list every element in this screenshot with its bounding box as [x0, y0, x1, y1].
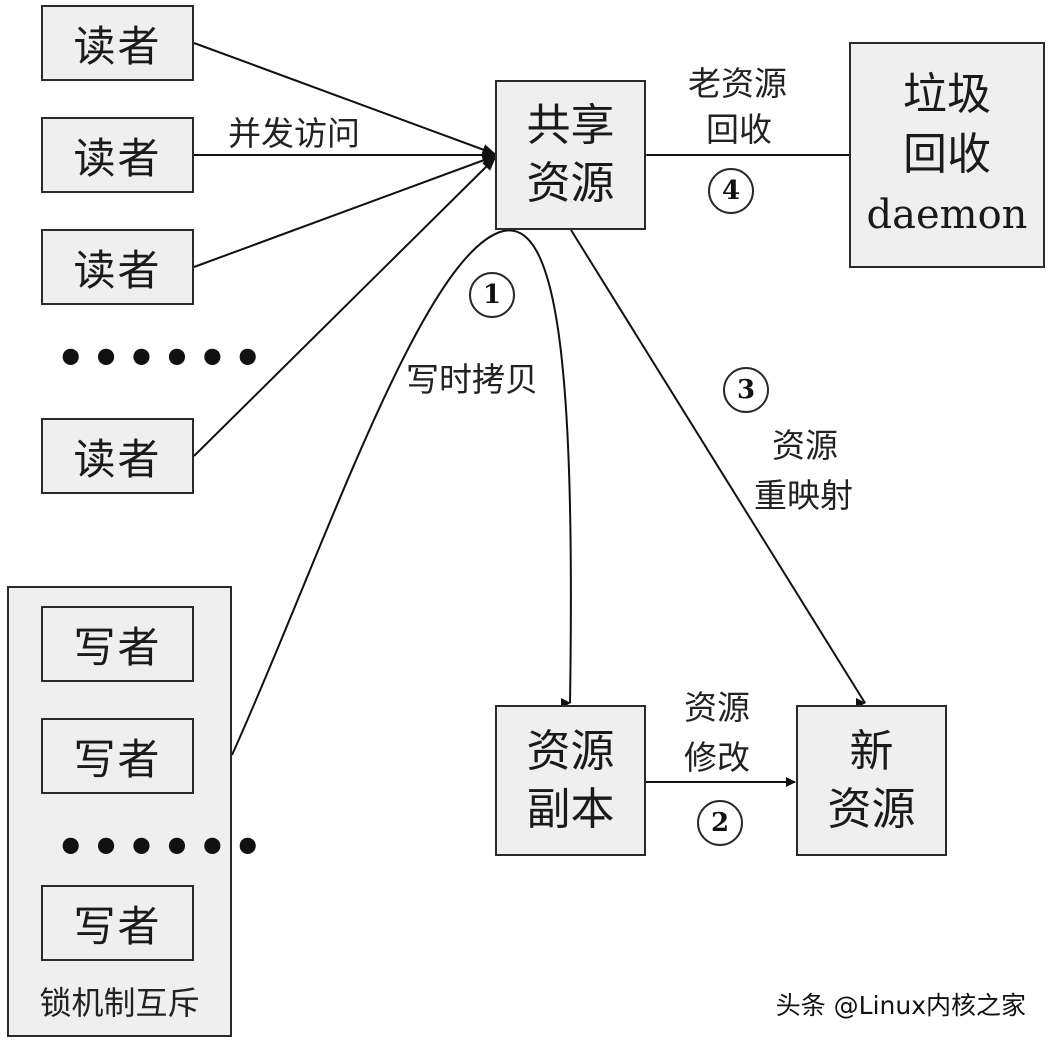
step-3-badge: 3: [723, 367, 769, 413]
writer-box-1: 写者: [41, 606, 194, 682]
reader-label: 读者: [73, 245, 162, 295]
concurrent-access-label: 并发访问: [228, 114, 360, 153]
resource-copy-line-1: 资源: [526, 725, 615, 777]
reader-label: 读者: [73, 434, 162, 484]
reader-box-1: 读者: [41, 5, 194, 81]
new-resource-box: 新 资源: [796, 705, 947, 856]
reader-label: 读者: [73, 21, 162, 71]
step-1-badge: 1: [469, 272, 515, 318]
old-resource-reclaim-label-1: 老资源: [688, 64, 787, 103]
reader-4-arrow: [193, 157, 496, 457]
remap-arrow: [570, 229, 866, 708]
writer-ellipsis: ••••••: [56, 820, 269, 874]
reader-3-arrow: [193, 155, 497, 268]
writer-box-3: 写者: [41, 885, 194, 961]
new-resource-line-2: 资源: [827, 783, 916, 835]
resource-modify-label-1: 资源: [684, 688, 750, 727]
gc-daemon-box: 垃圾 回收 daemon: [849, 42, 1045, 268]
shared-resource-box: 共享 资源: [495, 80, 646, 230]
copy-on-write-label: 写时拷贝: [406, 360, 538, 399]
writer-label: 写者: [73, 622, 162, 672]
resource-remap-label-2: 重映射: [754, 476, 853, 515]
reader-label: 读者: [73, 133, 162, 183]
reader-box-3: 读者: [41, 229, 194, 305]
shared-resource-line-1: 共享: [526, 100, 615, 151]
gc-daemon-line-1: 垃圾: [903, 69, 991, 120]
shared-resource-line-2: 资源: [526, 158, 615, 209]
reader-1-arrow: [193, 42, 497, 155]
resource-copy-line-2: 副本: [526, 783, 615, 835]
new-resource-line-1: 新: [849, 725, 894, 777]
writer-label: 写者: [73, 734, 162, 784]
step-4-badge: 4: [708, 168, 754, 214]
reader-box-4: 读者: [41, 418, 194, 494]
reader-box-2: 读者: [41, 117, 194, 193]
reader-ellipsis: ••••••: [56, 331, 269, 385]
resource-remap-label-1: 资源: [772, 426, 838, 465]
gc-daemon-line-2: 回收: [903, 129, 991, 180]
gc-daemon-line-3: daemon: [866, 192, 1028, 238]
copy-on-write-curve: [231, 229, 572, 756]
old-resource-reclaim-label-2: 回收: [706, 110, 772, 149]
step-2-badge: 2: [697, 800, 743, 846]
watermark: 头条 @Linux内核之家: [775, 991, 1026, 1020]
writer-group-label: 锁机制互斥: [39, 984, 200, 1022]
writer-box-2: 写者: [41, 718, 194, 794]
resource-copy-box: 资源 副本: [495, 705, 646, 856]
resource-modify-label-2: 修改: [684, 738, 750, 777]
writer-label: 写者: [73, 901, 162, 951]
